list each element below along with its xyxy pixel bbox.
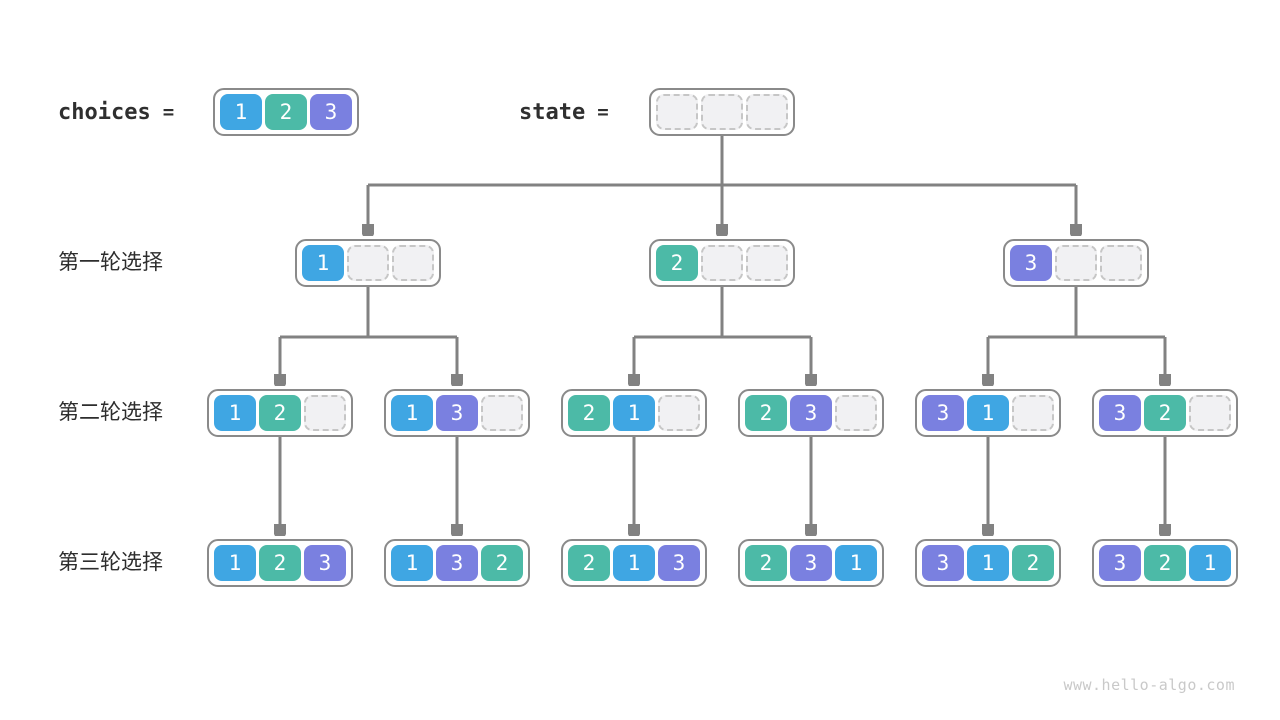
array-cell (658, 395, 700, 431)
tree-node-round1-0: 1 (295, 239, 441, 287)
tree-node-round3-5: 3 2 1 (1092, 539, 1238, 587)
array-cell: 2 (745, 395, 787, 431)
tree-node-round2-3: 2 3 (738, 389, 884, 437)
array-cell: 2 (259, 395, 301, 431)
array-cell: 3 (1099, 395, 1141, 431)
array-cell: 2 (1012, 545, 1054, 581)
array-cell (1100, 245, 1142, 281)
array-cell: 3 (436, 395, 478, 431)
array-cell-empty (656, 94, 698, 130)
array-cell (347, 245, 389, 281)
tree-node-round1-1: 2 (649, 239, 795, 287)
array-cell: 2 (568, 395, 610, 431)
watermark: www.hello-algo.com (1063, 676, 1235, 694)
array-cell: 1 (391, 395, 433, 431)
tree-node-round3-4: 3 1 2 (915, 539, 1061, 587)
array-cell (1189, 395, 1231, 431)
tree-node-round2-0: 1 2 (207, 389, 353, 437)
array-cell: 1 (214, 395, 256, 431)
array-cell (1012, 395, 1054, 431)
choices-equals-sign: = (162, 101, 175, 123)
array-cell (746, 245, 788, 281)
tree-node-round2-2: 2 1 (561, 389, 707, 437)
array-cell-empty (701, 94, 743, 130)
round2-label: 第二轮选择 (58, 401, 163, 424)
array-cell: 1 (613, 545, 655, 581)
state-header: state = (519, 88, 609, 136)
array-cell: 1 (1189, 545, 1231, 581)
array-cell: 1 (835, 545, 877, 581)
tree-node-round1-2: 3 (1003, 239, 1149, 287)
state-label: state (519, 99, 586, 125)
array-cell (701, 245, 743, 281)
array-cell: 2 (1144, 545, 1186, 581)
round1-label: 第一轮选择 (58, 251, 163, 274)
tree-node-round3-0: 1 2 3 (207, 539, 353, 587)
array-cell: 2 (568, 545, 610, 581)
tree-node-round2-5: 3 2 (1092, 389, 1238, 437)
array-cell: 1 (391, 545, 433, 581)
array-cell: 2 (656, 245, 698, 281)
array-cell: 3 (922, 395, 964, 431)
tree-node-round3-1: 1 3 2 (384, 539, 530, 587)
array-cell: 2 (1144, 395, 1186, 431)
round3-label: 第三轮选择 (58, 551, 163, 574)
array-cell: 2 (259, 545, 301, 581)
array-cell: 2 (481, 545, 523, 581)
array-cell: 3 (436, 545, 478, 581)
array-cell: 3 (790, 545, 832, 581)
array-cell: 3 (304, 545, 346, 581)
array-cell (304, 395, 346, 431)
array-cell (1055, 245, 1097, 281)
array-cell (835, 395, 877, 431)
array-cell: 3 (790, 395, 832, 431)
tree-node-round2-1: 1 3 (384, 389, 530, 437)
array-cell-empty (746, 94, 788, 130)
array-cell: 3 (658, 545, 700, 581)
array-cell: 1 (214, 545, 256, 581)
array-cell (481, 395, 523, 431)
array-cell: 3 (310, 94, 352, 130)
tree-node-round3-3: 2 3 1 (738, 539, 884, 587)
array-cell: 1 (613, 395, 655, 431)
array-cell: 2 (265, 94, 307, 130)
array-cell: 1 (967, 545, 1009, 581)
array-cell (392, 245, 434, 281)
array-cell: 3 (922, 545, 964, 581)
tree-node-round3-2: 2 1 3 (561, 539, 707, 587)
array-cell: 3 (1010, 245, 1052, 281)
array-cell: 1 (967, 395, 1009, 431)
array-cell: 3 (1099, 545, 1141, 581)
state-array (649, 88, 795, 136)
array-cell: 1 (220, 94, 262, 130)
choices-array: 1 2 3 (213, 88, 359, 136)
choices-label: choices (58, 99, 151, 125)
tree-node-round2-4: 3 1 (915, 389, 1061, 437)
state-equals-sign: = (597, 101, 609, 123)
array-cell: 1 (302, 245, 344, 281)
choices-header: choices = (58, 88, 174, 136)
array-cell: 2 (745, 545, 787, 581)
